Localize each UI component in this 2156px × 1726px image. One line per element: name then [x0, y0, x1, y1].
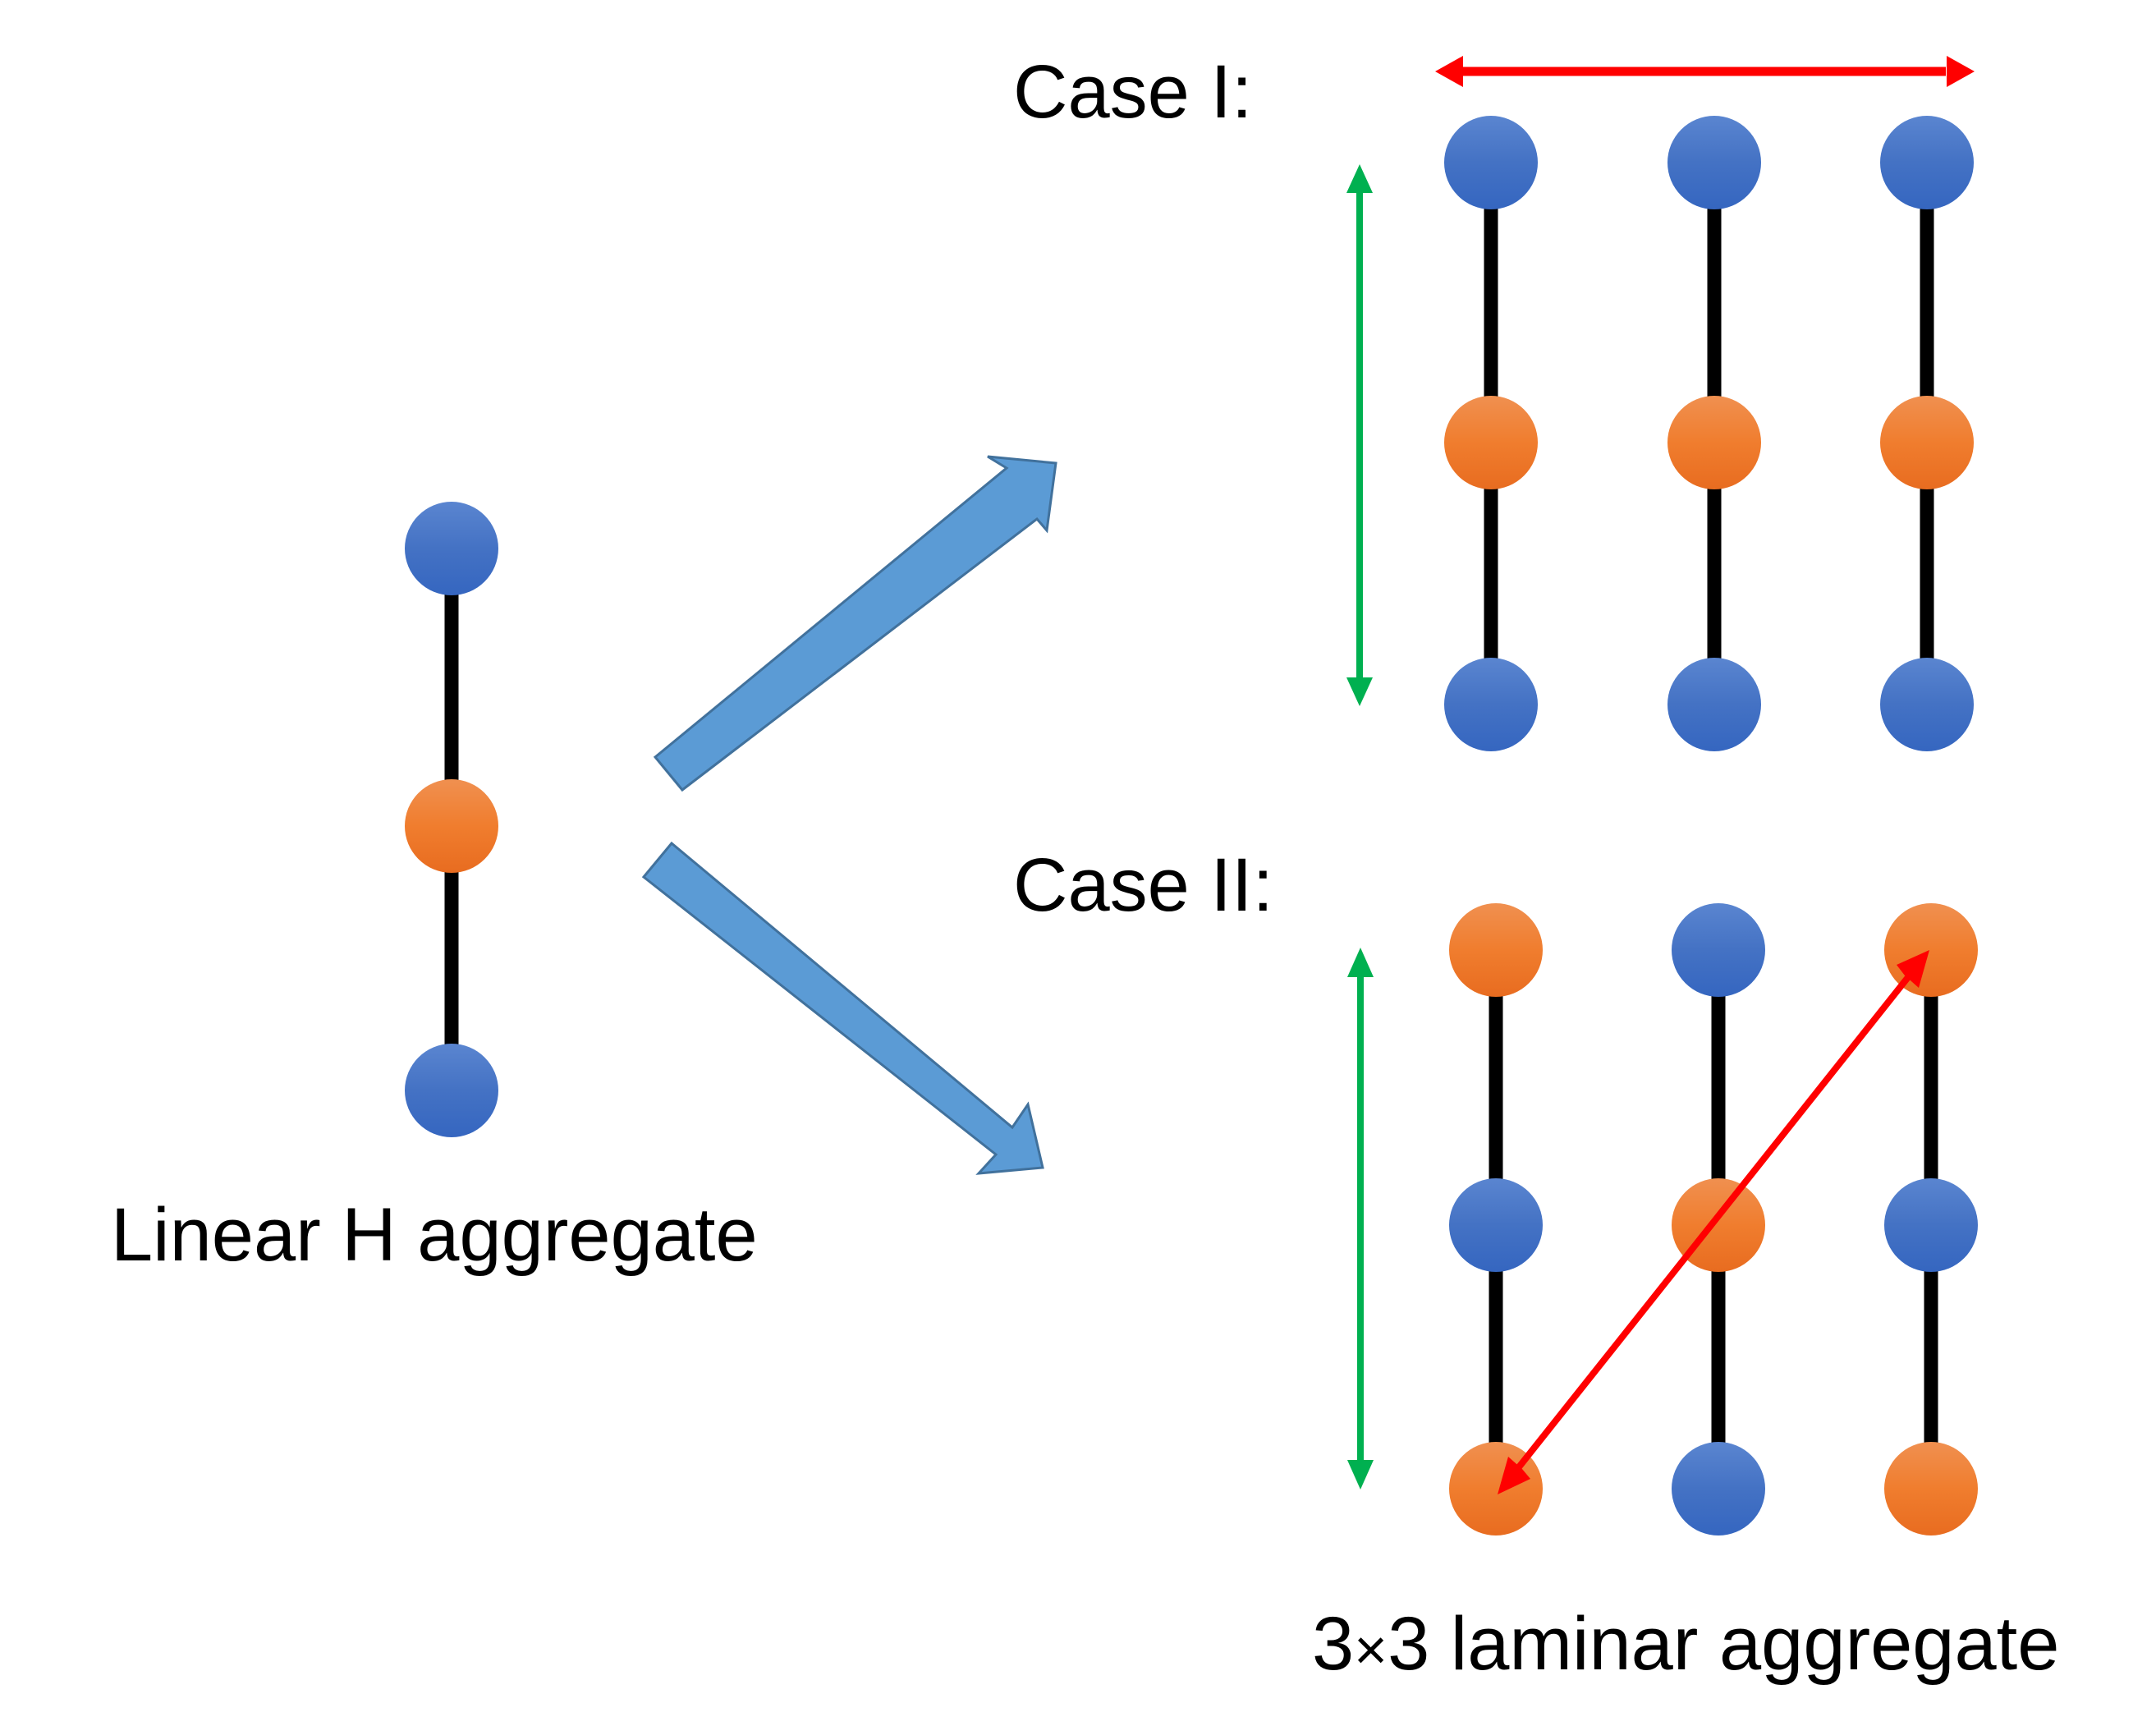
transition-arrow-up — [653, 455, 1057, 792]
laminar-label-suffix: 3 laminar aggregate — [1388, 1602, 2059, 1686]
linear-h-aggregate — [405, 502, 498, 1137]
case1-blue-site — [1667, 116, 1761, 209]
case2-vertical-double-arrow — [1347, 948, 1374, 1490]
case1-label: Case I: — [1013, 50, 1252, 134]
linear-blue-site — [405, 1044, 498, 1137]
case1-horizontal-double-arrow — [1435, 56, 1975, 87]
laminar-label-prefix: 3 — [1312, 1602, 1354, 1686]
case1-orange-site — [1880, 396, 1974, 489]
case2-label: Case II: — [1013, 843, 1273, 927]
case1-orange-site — [1444, 396, 1538, 489]
linear-blue-site — [405, 502, 498, 595]
case2-blue-site — [1884, 1178, 1978, 1272]
case1-orange-site — [1667, 396, 1761, 489]
case1-blue-site — [1880, 658, 1974, 751]
case2-blue-site — [1672, 903, 1765, 997]
case1-blue-site — [1667, 658, 1761, 751]
linear-h-aggregate-label: Linear H aggregate — [111, 1193, 758, 1277]
case1-vertical-double-arrow — [1346, 164, 1373, 706]
linear-orange-site — [405, 779, 498, 873]
transition-arrow-down — [641, 841, 1044, 1175]
case2-orange-site — [1884, 1442, 1978, 1535]
case2-diagonal-double-arrow — [1498, 950, 1929, 1494]
laminar-aggregate-label: 3×3 laminar aggregate — [1312, 1602, 2059, 1686]
laminar-label-times: × — [1354, 1618, 1388, 1682]
case2-blue-site — [1449, 1178, 1543, 1272]
case1-blue-site — [1880, 116, 1974, 209]
case1-aggregate — [1444, 116, 1974, 751]
case2-blue-site — [1672, 1442, 1765, 1535]
case2-orange-site — [1884, 903, 1978, 997]
case1-blue-site — [1444, 658, 1538, 751]
case2-orange-site — [1449, 903, 1543, 997]
case2-aggregate — [1449, 903, 1978, 1535]
case1-blue-site — [1444, 116, 1538, 209]
